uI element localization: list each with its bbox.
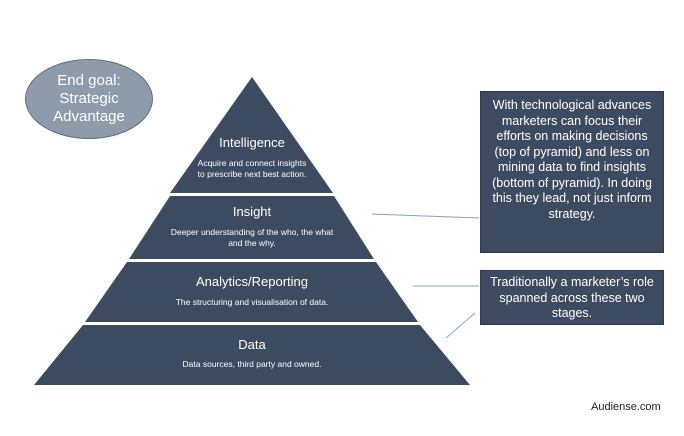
level-title-intelligence: Intelligence <box>219 135 285 150</box>
pyramid-level-analytics <box>85 262 418 322</box>
level-title-analytics: Analytics/Reporting <box>196 274 308 289</box>
connector-line-insight <box>371 213 480 219</box>
end-goal-ellipse: End goal: Strategic Advantage <box>25 59 153 139</box>
callout-traditional-role: Traditionally a marketer’s role spanned … <box>480 270 664 325</box>
callout-traditional-role-text: Traditionally a marketer’s role spanned … <box>490 275 654 320</box>
level-desc-data: Data sources, third party and owned. <box>182 359 322 369</box>
end-goal-text: End goal: Strategic Advantage <box>53 72 125 125</box>
level-desc-analytics: The structuring and visualisation of dat… <box>175 297 329 307</box>
pyramid-level-data <box>34 325 470 385</box>
pyramid-level-insight <box>129 196 374 259</box>
brand-watermark: Audiense.com <box>591 401 661 413</box>
callout-technology-shift: With technological advances marketers ca… <box>480 91 664 253</box>
callout-technology-shift-text: With technological advances marketers ca… <box>492 98 652 221</box>
pyramid-level-intelligence <box>170 77 333 193</box>
connector-line-data <box>445 312 476 339</box>
level-title-insight: Insight <box>232 204 272 219</box>
level-desc-insight: Deeper understanding of the who, the wha… <box>170 227 334 248</box>
level-desc-intelligence: Acquire and connect insights to prescrib… <box>197 158 307 179</box>
level-title-data: Data <box>238 337 266 352</box>
